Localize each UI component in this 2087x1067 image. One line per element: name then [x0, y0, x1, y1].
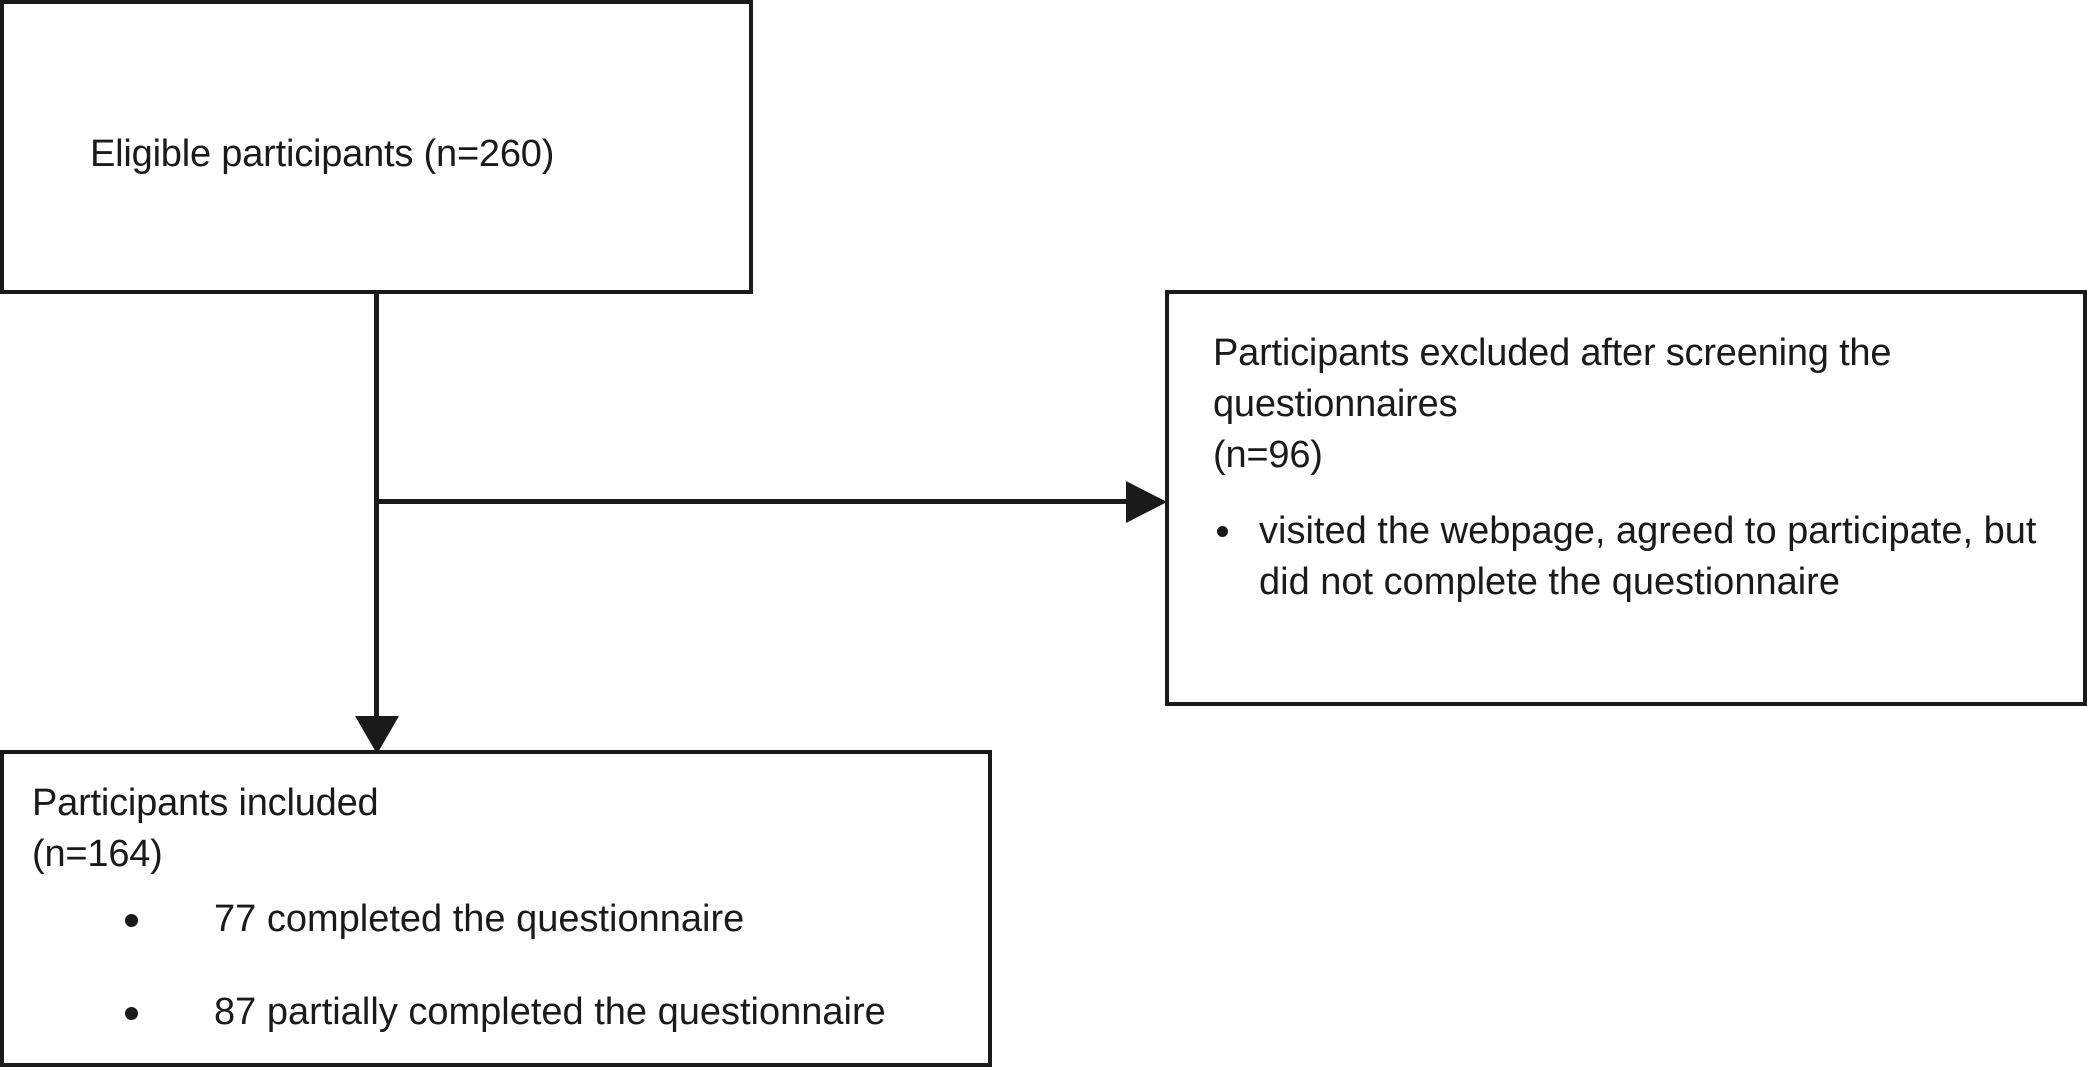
bullet-icon — [1217, 526, 1228, 537]
node-eligible-participants: Eligible participants (n=260) — [0, 0, 753, 294]
connector-horizontal-line — [374, 499, 1126, 504]
connector-vertical-line — [374, 292, 379, 732]
node-participants-included: Participants included (n=164) 77 complet… — [0, 750, 992, 1067]
node-participants-excluded: Participants excluded after screening th… — [1165, 290, 2087, 706]
arrow-down-icon — [355, 716, 399, 754]
bullet-icon — [125, 914, 138, 927]
bullet-icon — [125, 1007, 138, 1020]
list-item: visited the webpage, agreed to participa… — [1213, 506, 2073, 608]
list-item-label: visited the webpage, agreed to participa… — [1259, 510, 2037, 603]
list-item-label: 77 completed the questionnaire — [214, 898, 745, 940]
node-participants-excluded-label: Participants excluded after screening th… — [1213, 332, 1892, 476]
node-participants-included-label: Participants included (n=164) — [32, 782, 379, 875]
node-participants-excluded-bullet-list: visited the webpage, agreed to participa… — [1213, 506, 2073, 608]
list-item-label: 87 partially completed the questionnaire — [214, 991, 886, 1033]
node-eligible-participants-label: Eligible participants (n=260) — [90, 133, 555, 175]
list-item: 87 partially completed the questionnaire — [32, 987, 962, 1038]
list-item: 77 completed the questionnaire — [32, 894, 962, 945]
node-participants-included-bullet-list: 77 completed the questionnaire 87 partia… — [32, 894, 962, 1067]
arrow-right-icon — [1126, 481, 1167, 523]
